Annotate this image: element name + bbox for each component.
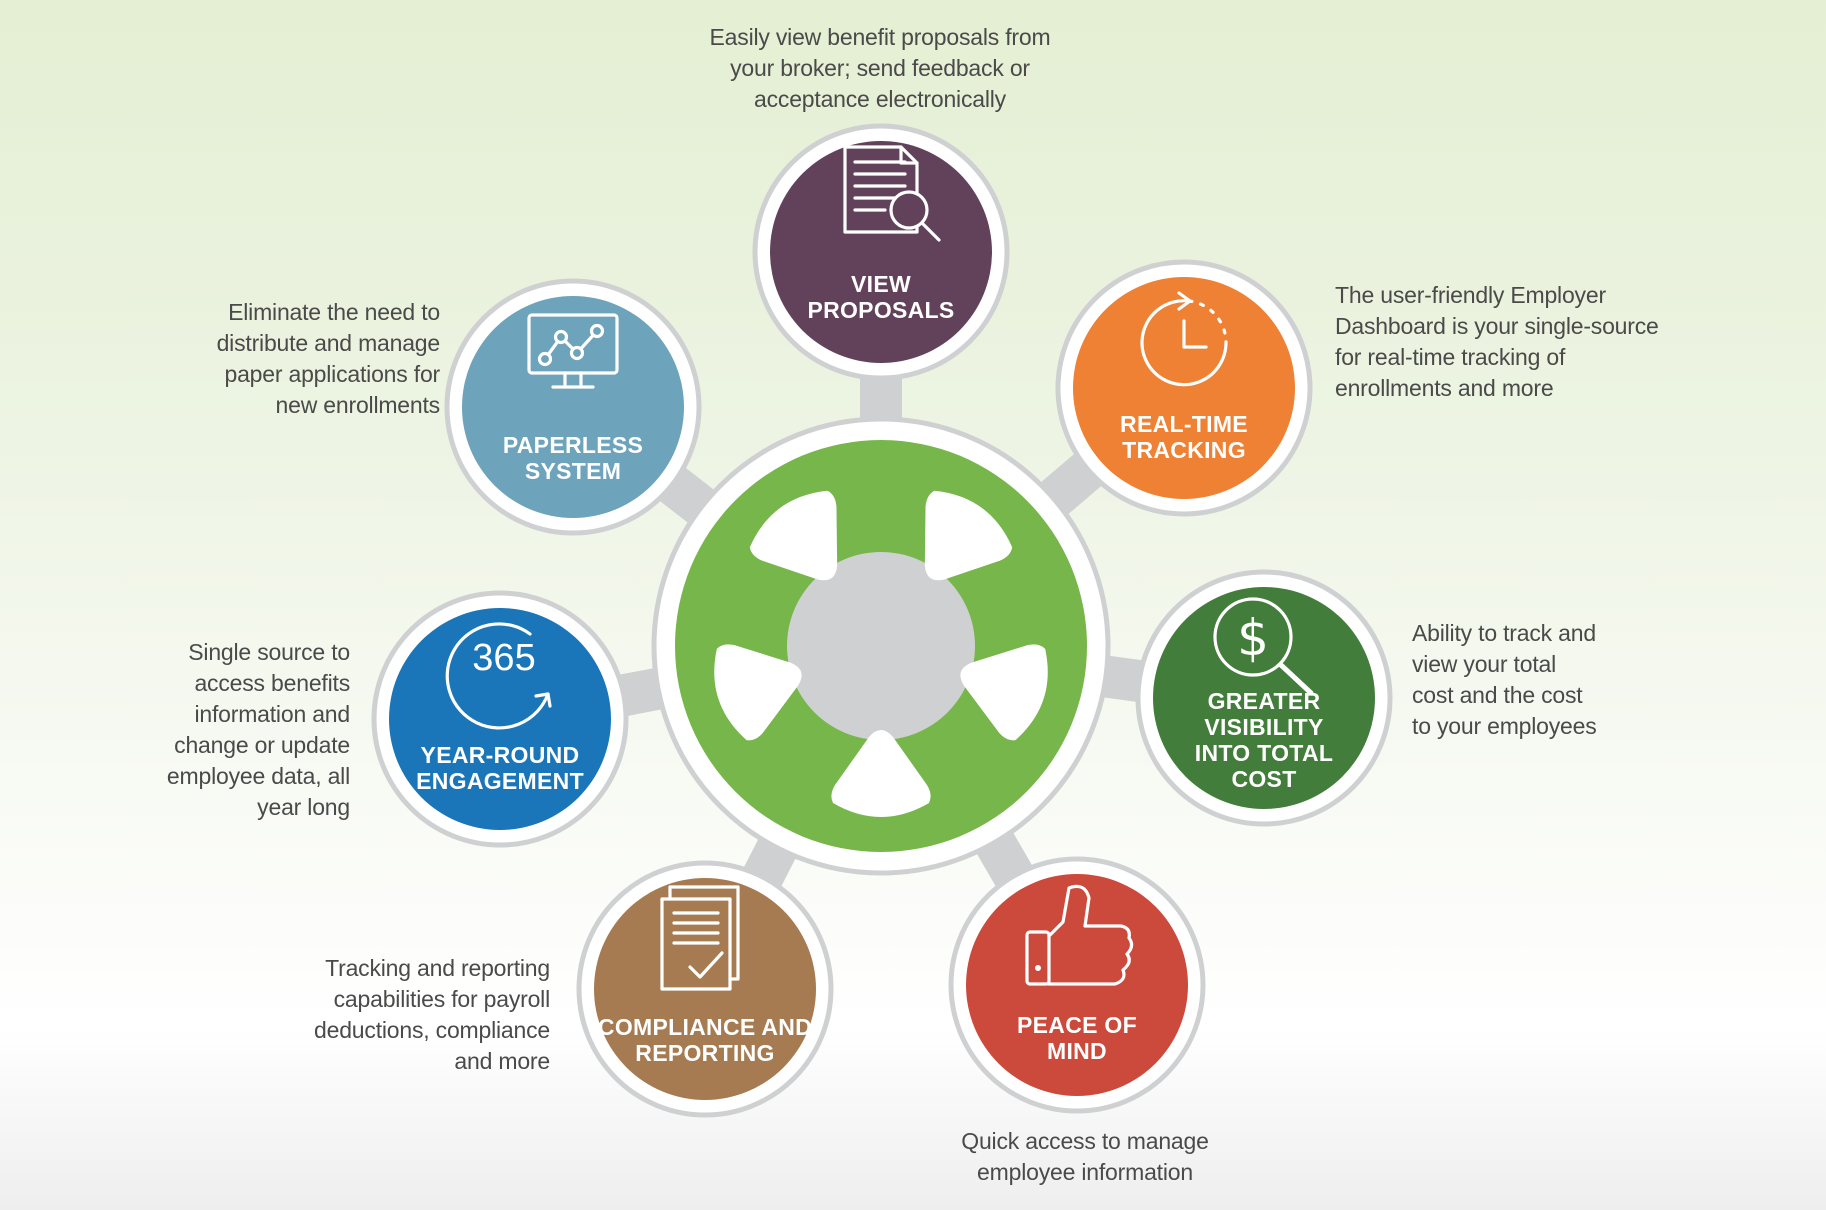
thumbs-up-icon: [1025, 884, 1134, 986]
wheel-hole-shape: [749, 490, 838, 581]
description-peace-of-mind: Quick access to manage employee informat…: [900, 1126, 1270, 1188]
description-line: acceptance electronically: [754, 86, 1006, 112]
description-line: new enrollments: [275, 392, 441, 418]
clock-icon: [1140, 291, 1228, 387]
wheel-icon: [714, 490, 1048, 817]
node-disc: [389, 608, 611, 830]
description-line: for real-time tracking of: [1335, 344, 1566, 370]
hub-center: [787, 552, 975, 740]
hub: [651, 416, 1111, 876]
node-title-line: COMPLIANCE AND: [598, 1014, 812, 1040]
checklist-document-icon: [660, 885, 740, 991]
node-title-line: YEAR-ROUND: [421, 742, 580, 768]
description-line: deductions, compliance: [314, 1017, 550, 1043]
description-greater-visibility: Ability to track and view your total cos…: [1412, 618, 1712, 742]
description-line: Single source to: [188, 639, 350, 665]
wheel-hole: [960, 644, 1048, 741]
node-disc: [1153, 587, 1375, 809]
node-title-line: GREATER: [1208, 688, 1321, 714]
node-title-line: VIEW: [851, 271, 911, 297]
wheel-hole: [714, 644, 802, 741]
node-title-line: ENGAGEMENT: [416, 768, 584, 794]
node-title-line: VISIBILITY: [1204, 714, 1323, 740]
description-line: Easily view benefit proposals from: [709, 24, 1051, 50]
description-line: Eliminate the need to: [228, 299, 440, 325]
monitor-chart-icon: [527, 313, 619, 389]
wheel-hole-shape: [831, 730, 931, 817]
node-title-line: SYSTEM: [525, 458, 621, 484]
wheel-hole-shape: [714, 644, 802, 741]
description-line: year long: [257, 794, 350, 820]
description-line: paper applications for: [224, 361, 440, 387]
wheel-hole-shape: [960, 644, 1048, 741]
description-line: information and: [194, 701, 350, 727]
description-line: Quick access to manage: [961, 1128, 1209, 1154]
node-disc: [770, 141, 992, 363]
node-title-line: MIND: [1047, 1038, 1107, 1064]
node-title-line: TRACKING: [1122, 437, 1246, 463]
description-compliance-reporting: Tracking and reporting capabilities for …: [250, 953, 550, 1077]
description-line: Ability to track and: [1412, 620, 1596, 646]
description-real-time-tracking: The user-friendly Employer Dashboard is …: [1335, 280, 1715, 404]
node-title-line: REAL-TIME: [1120, 411, 1248, 437]
description-line: Dashboard is your single-source: [1335, 313, 1659, 339]
node-disc: [462, 296, 684, 518]
description-line: The user-friendly Employer: [1335, 282, 1606, 308]
calendar-365-text: 365: [472, 637, 535, 679]
description-line: access benefits: [194, 670, 350, 696]
description-year-round-engagement: Single source to access benefits informa…: [110, 637, 350, 823]
description-paperless-system: Eliminate the need to distribute and man…: [160, 297, 441, 421]
description-line: employee data, all: [166, 763, 350, 789]
calendar-365-icon: 365: [445, 622, 552, 730]
wheel-hole: [749, 490, 838, 581]
description-line: employee information: [977, 1159, 1193, 1185]
wheel-hole: [924, 490, 1013, 581]
dollar-magnifier-icon: $: [1213, 597, 1314, 696]
description-line: your broker; send feedback or: [730, 55, 1030, 81]
description-line: capabilities for payroll: [333, 986, 551, 1012]
node-title-line: PROPOSALS: [807, 297, 954, 323]
description-line: distribute and manage: [216, 330, 441, 356]
node-title-line: COST: [1231, 766, 1296, 792]
wheel-hole: [831, 730, 931, 817]
node-title-line: PEACE OF: [1017, 1012, 1137, 1038]
description-line: view your total: [1412, 651, 1557, 677]
node-title-line: REPORTING: [635, 1040, 774, 1066]
dollar-sign: $: [1237, 609, 1269, 667]
wheel-hole-shape: [924, 490, 1013, 581]
description-line: change or update: [174, 732, 350, 758]
node-title-line: INTO TOTAL: [1195, 740, 1333, 766]
description-line: Tracking and reporting: [325, 955, 550, 981]
description-line: and more: [454, 1048, 550, 1074]
description-line: cost and the cost: [1412, 682, 1583, 708]
description-line: to your employees: [1412, 713, 1597, 739]
node-disc: [1073, 277, 1295, 499]
node-title-line: PAPERLESS: [503, 432, 643, 458]
document-search-icon: [843, 145, 941, 242]
description-view-proposals: Easily view benefit proposals from your …: [660, 22, 1100, 115]
description-line: enrollments and more: [1335, 375, 1554, 401]
nodes: VIEWPROPOSALSREAL-TIMETRACKING$GREATERVI…: [371, 123, 1393, 1118]
